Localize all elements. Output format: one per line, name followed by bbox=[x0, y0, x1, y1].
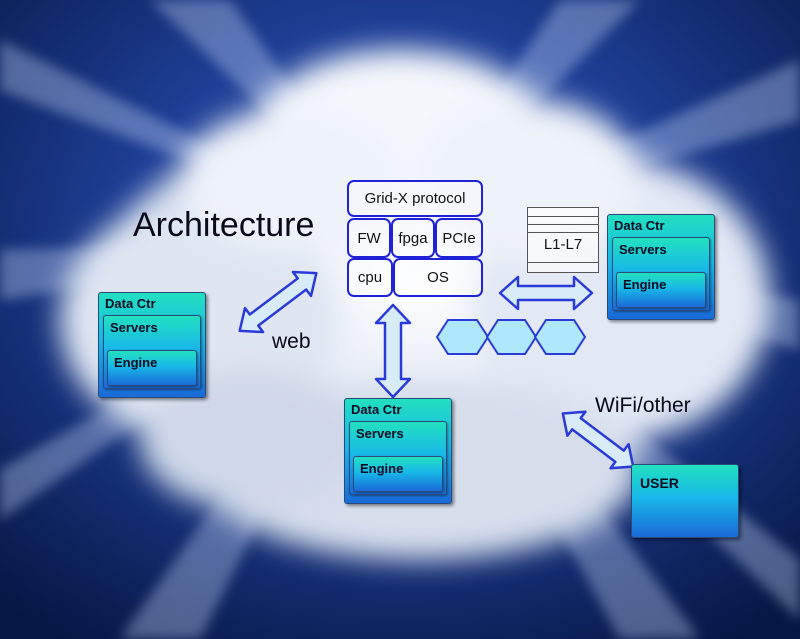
servers-box: Servers Engine bbox=[103, 315, 201, 389]
servers-box: Servers Engine bbox=[612, 237, 710, 311]
grid-x-protocol-box: Grid-X protocol bbox=[347, 180, 483, 217]
fw-box: FW bbox=[347, 218, 391, 258]
web-label: web bbox=[272, 330, 311, 353]
hexagon-1 bbox=[435, 319, 490, 355]
wifi-label: WiFi/other bbox=[595, 394, 691, 417]
data-center-title: Data Ctr bbox=[105, 296, 156, 311]
engine-box: Engine bbox=[616, 272, 706, 308]
layer-stack-label: L1-L7 bbox=[543, 236, 583, 253]
servers-label: Servers bbox=[619, 242, 667, 257]
vertical-double-arrow bbox=[374, 303, 412, 399]
engine-box: Engine bbox=[353, 456, 443, 492]
hexagon-3 bbox=[533, 319, 587, 355]
engine-label: Engine bbox=[623, 277, 667, 292]
user-label: USER bbox=[640, 475, 679, 491]
os-box: OS bbox=[393, 258, 483, 297]
fpga-box: fpga bbox=[391, 218, 435, 258]
servers-label: Servers bbox=[356, 426, 404, 441]
data-center-right: Data Ctr Servers Engine bbox=[607, 214, 715, 320]
web-double-arrow bbox=[238, 270, 318, 334]
pcie-box: PCIe bbox=[435, 218, 483, 258]
engine-label: Engine bbox=[360, 461, 404, 476]
layer-stack: L1-L7 bbox=[527, 207, 599, 273]
horizontal-double-arrow bbox=[498, 275, 594, 311]
data-center-title: Data Ctr bbox=[614, 218, 665, 233]
wifi-double-arrow bbox=[561, 410, 635, 470]
engine-label: Engine bbox=[114, 355, 158, 370]
servers-box: Servers Engine bbox=[349, 421, 447, 495]
page-title: Architecture bbox=[133, 206, 315, 244]
user-box: USER bbox=[631, 464, 739, 538]
servers-label: Servers bbox=[110, 320, 158, 335]
hexagon-2 bbox=[485, 319, 538, 355]
cpu-box: cpu bbox=[347, 258, 393, 297]
data-center-title: Data Ctr bbox=[351, 402, 402, 417]
data-center-left: Data Ctr Servers Engine bbox=[98, 292, 206, 398]
data-center-bottom: Data Ctr Servers Engine bbox=[344, 398, 452, 504]
engine-box: Engine bbox=[107, 350, 197, 386]
